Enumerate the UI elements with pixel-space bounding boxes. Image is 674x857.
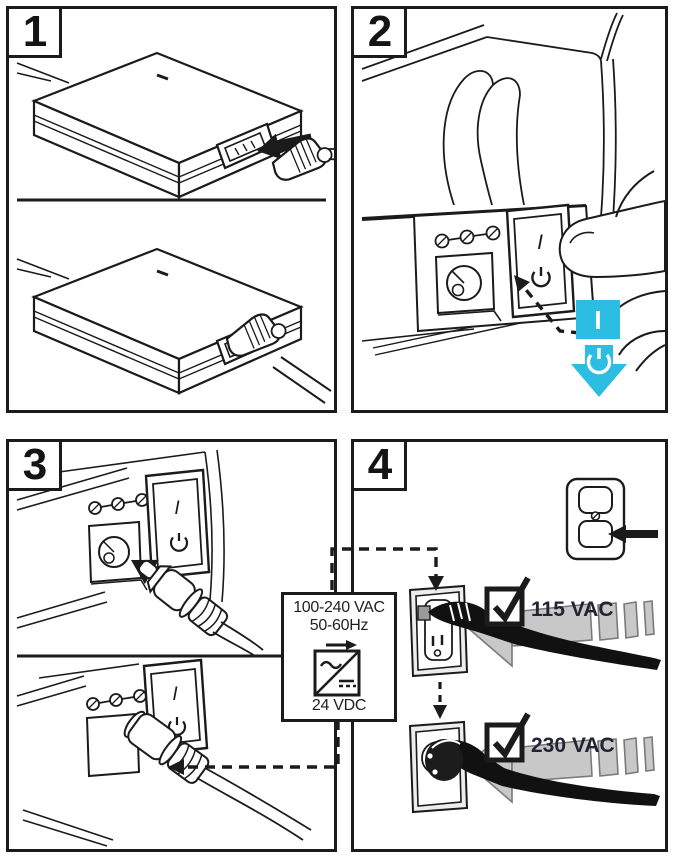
step-1-number: 1 xyxy=(22,7,48,56)
step-4-badge: 4 xyxy=(351,439,407,491)
next-option-arrow xyxy=(433,682,447,719)
ac-adapter-unplugged xyxy=(16,51,403,199)
output-rating: 24 VDC xyxy=(311,697,367,714)
switch-off-callout: I xyxy=(571,300,627,397)
pressing-hand xyxy=(558,170,666,372)
outlet-230vac: 230 VAC xyxy=(408,712,660,814)
checkmark-icon xyxy=(492,576,531,624)
voltage-label-230: 230 VAC xyxy=(531,734,615,757)
input-rating-line2: 50-60Hz xyxy=(309,617,369,634)
power-symbol-icon xyxy=(169,533,189,552)
dc-plug-approaching: I xyxy=(16,449,264,657)
voltage-label-115: 115 VAC xyxy=(531,598,614,621)
step-2-number: 2 xyxy=(367,7,393,56)
ac-wave-icon xyxy=(319,660,343,670)
round-plug-and-cable xyxy=(444,739,660,806)
dc-barrel-plug xyxy=(138,559,229,637)
plug-face xyxy=(425,739,463,781)
press-direction-arrow xyxy=(514,275,581,335)
checkbox-230[interactable] xyxy=(484,712,531,763)
dc-power-jack xyxy=(87,520,148,591)
outlet-arrow-icon xyxy=(608,525,658,543)
switch-on-mark: I xyxy=(174,498,180,519)
step-3-badge: 3 xyxy=(6,439,62,491)
duplex-wall-outlet xyxy=(565,477,626,561)
outlet-115vac: 115 VAC xyxy=(408,576,661,678)
panel-step-1: 1 xyxy=(6,6,403,413)
switch-on-mark: I xyxy=(537,231,543,254)
arrowhead-icon xyxy=(433,705,447,719)
on-position-mark: I xyxy=(594,305,601,335)
panel-step-4: 4 xyxy=(351,439,668,852)
arrowhead-icon xyxy=(514,275,530,292)
step-3-number: 3 xyxy=(22,440,48,489)
power-cord xyxy=(272,356,332,404)
power-brick-illustration xyxy=(16,51,403,404)
panel-step-2: 2 xyxy=(351,6,668,413)
ground-screws xyxy=(86,689,147,711)
power-rating-box: 100-240 VAC 50-60Hz 24 VDC xyxy=(281,592,397,722)
checkmark-icon xyxy=(492,712,531,760)
ground-screws xyxy=(434,225,501,249)
switch-on-mark: I xyxy=(172,684,178,705)
printer-context-lines xyxy=(16,449,225,629)
dc-power-jack xyxy=(434,251,502,322)
ground-screws xyxy=(88,493,149,515)
step-1-badge: 1 xyxy=(6,6,62,58)
ac-adapter-plugged xyxy=(16,247,332,404)
cord-behind-brick xyxy=(16,258,70,280)
wall-outlet-illustration: 115 VAC xyxy=(408,477,661,814)
power-symbol-icon xyxy=(531,267,551,288)
cord-behind-brick xyxy=(16,62,70,84)
power-switch[interactable]: I xyxy=(144,468,211,580)
checkbox-115[interactable] xyxy=(484,576,531,627)
dc-cable xyxy=(212,621,264,657)
insert-arrow-icon xyxy=(257,133,314,160)
plug-tip xyxy=(417,605,431,621)
step-4-number: 4 xyxy=(367,440,393,489)
printer-context-lines xyxy=(16,663,140,847)
power-symbol-icon xyxy=(586,348,612,375)
printer-rear-switch-illustration: I I xyxy=(361,12,666,397)
step-2-badge: 2 xyxy=(351,6,407,58)
dc-plug-inserted: I xyxy=(16,658,312,847)
dc-cable xyxy=(196,767,312,841)
input-rating-line1: 100-240 VAC xyxy=(293,599,385,616)
ac-dc-converter-icon xyxy=(313,640,361,697)
on-position-badge xyxy=(576,300,620,339)
